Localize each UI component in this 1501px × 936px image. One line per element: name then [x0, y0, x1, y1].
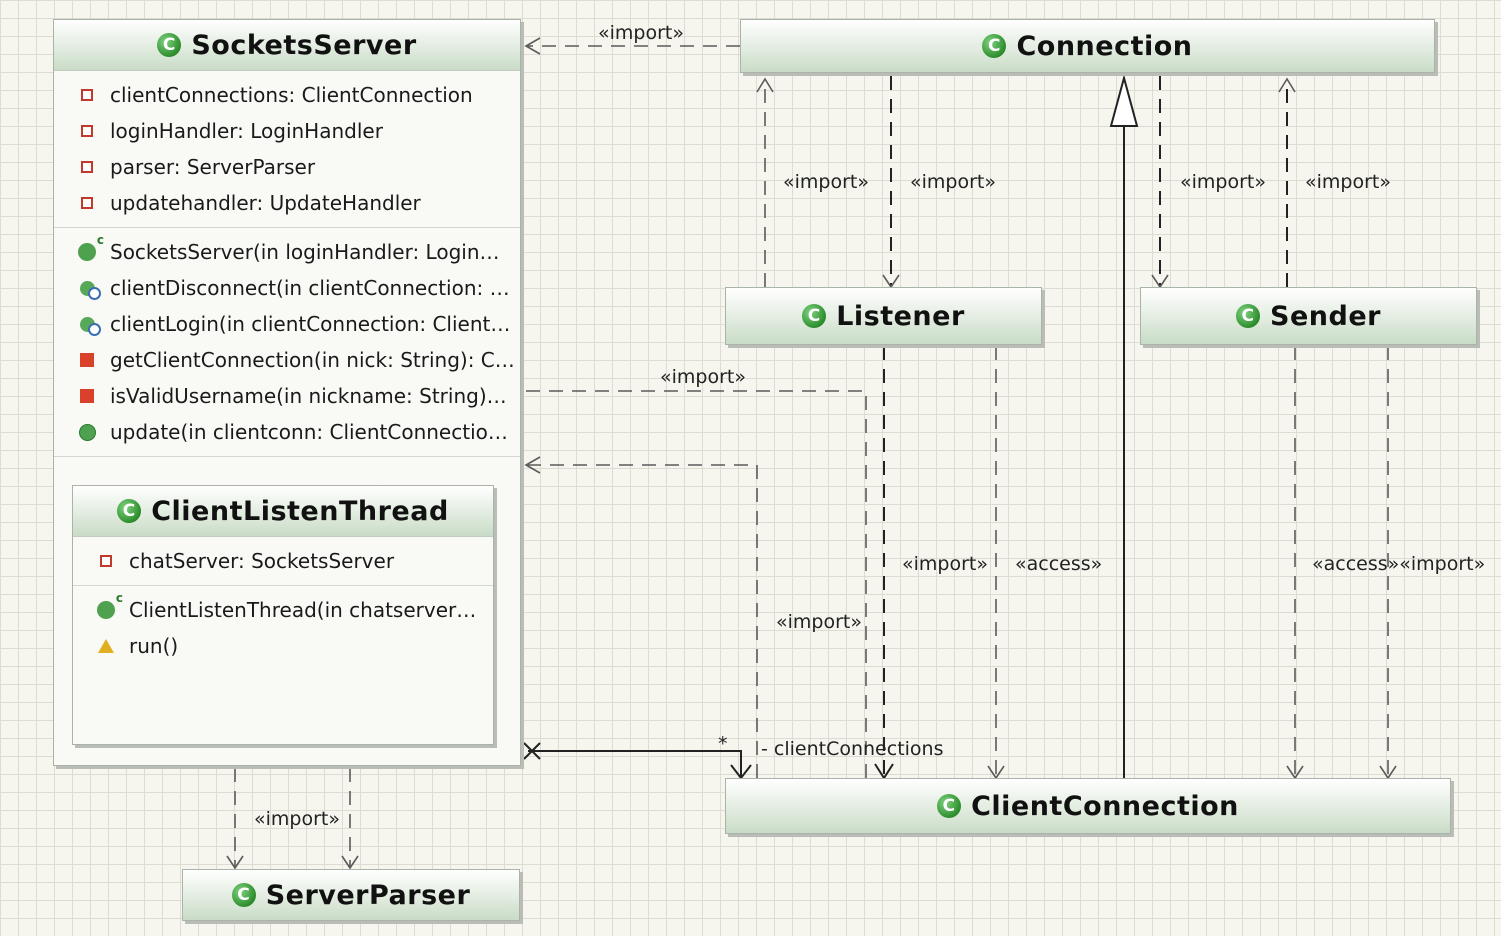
method-row[interactable]: ClientListenThread(in chatserver… — [73, 591, 493, 628]
class-name: Sender — [1270, 300, 1381, 332]
method-row[interactable]: clientDisconnect(in clientConnection: … — [54, 270, 520, 306]
class-header: C Connection — [741, 20, 1434, 72]
public-method-icon — [78, 423, 96, 441]
synchronized-method-icon — [79, 316, 101, 336]
dep-clientconnection-socketsserver — [528, 464, 758, 778]
class-name: ClientListenThread — [151, 495, 449, 527]
abstract-class-icon: C — [982, 34, 1007, 58]
class-name: ServerParser — [265, 879, 471, 911]
label-import-sender-down: «import» — [1180, 171, 1266, 193]
label-import-mid: «import» — [660, 366, 746, 388]
field-icon — [81, 161, 93, 173]
class-name: Listener — [836, 300, 965, 332]
field-row[interactable]: clientConnections: ClientConnection — [54, 77, 520, 113]
class-clientlistenthread[interactable]: C ClientListenThread chatServer: Sockets… — [72, 485, 494, 745]
method-row[interactable]: isValidUsername(in nickname: String)… — [54, 378, 520, 414]
methods-section: ClientListenThread(in chatserver… run() — [73, 586, 493, 664]
class-icon: C — [117, 499, 142, 523]
private-method-icon — [80, 353, 94, 367]
constructor-icon — [78, 233, 104, 261]
class-clientconnection[interactable]: C ClientConnection — [725, 778, 1451, 834]
dep-socketsserver-clientconnection — [526, 390, 867, 778]
field-icon — [81, 125, 93, 137]
methods-section: SocketsServer(in loginHandler: Login… cl… — [54, 228, 520, 457]
class-serverparser[interactable]: C ServerParser — [182, 869, 520, 921]
run-method-icon — [98, 639, 114, 653]
class-icon: C — [1236, 304, 1261, 328]
class-name: Connection — [1016, 30, 1193, 62]
label-import-sender-up: «import» — [1305, 171, 1391, 193]
label-access-listener-cc: «access» — [1015, 553, 1103, 575]
label-import-top: «import» — [598, 22, 684, 44]
field-row[interactable]: updatehandler: UpdateHandler — [54, 185, 520, 221]
class-header: C Listener — [726, 288, 1041, 344]
fields-section: clientConnections: ClientConnection logi… — [54, 71, 520, 228]
class-name: ClientConnection — [971, 790, 1239, 822]
class-header: C ClientConnection — [726, 779, 1450, 833]
method-row[interactable]: SocketsServer(in loginHandler: Login… — [54, 233, 520, 270]
field-icon — [81, 89, 93, 101]
class-header: C Sender — [1141, 288, 1476, 344]
class-socketsserver[interactable]: C SocketsServer clientConnections: Clien… — [53, 19, 521, 766]
label-import-listener-cc: «import» — [902, 553, 988, 575]
field-row[interactable]: parser: ServerParser — [54, 149, 520, 185]
method-row[interactable]: clientLogin(in clientConnection: Client… — [54, 306, 520, 342]
class-connection[interactable]: C Connection — [740, 19, 1435, 73]
method-row[interactable]: getClientConnection(in nick: String): C… — [54, 342, 520, 378]
association-clientconnections — [528, 750, 742, 778]
class-listener[interactable]: C Listener — [725, 287, 1042, 345]
label-assoc-multiplicity: * — [718, 733, 728, 755]
field-row[interactable]: loginHandler: LoginHandler — [54, 113, 520, 149]
label-import-parser: «import» — [254, 808, 340, 830]
label-import-listener-down: «import» — [910, 171, 996, 193]
label-access-import-sender-cc: «access»«import» — [1312, 553, 1486, 575]
class-icon: C — [157, 33, 182, 57]
constructor-icon — [97, 591, 123, 619]
method-row[interactable]: update(in clientconn: ClientConnectio… — [54, 414, 520, 450]
field-row[interactable]: chatServer: SocketsServer — [73, 543, 493, 579]
label-import-thread: «import» — [776, 611, 862, 633]
label-assoc-role: - clientConnections — [761, 738, 944, 760]
class-name: SocketsServer — [191, 29, 417, 61]
label-import-listener-up: «import» — [783, 171, 869, 193]
class-header: C ServerParser — [183, 870, 519, 920]
fields-section: chatServer: SocketsServer — [73, 537, 493, 586]
method-row[interactable]: run() — [73, 628, 493, 664]
class-sender[interactable]: C Sender — [1140, 287, 1477, 345]
class-icon: C — [937, 794, 962, 818]
synchronized-method-icon — [79, 280, 101, 300]
class-header: C ClientListenThread — [73, 486, 493, 537]
class-header: C SocketsServer — [54, 20, 520, 71]
private-method-icon — [80, 389, 94, 403]
field-icon — [81, 197, 93, 209]
class-icon: C — [802, 304, 827, 328]
field-icon — [100, 555, 112, 567]
class-icon: C — [231, 883, 256, 907]
